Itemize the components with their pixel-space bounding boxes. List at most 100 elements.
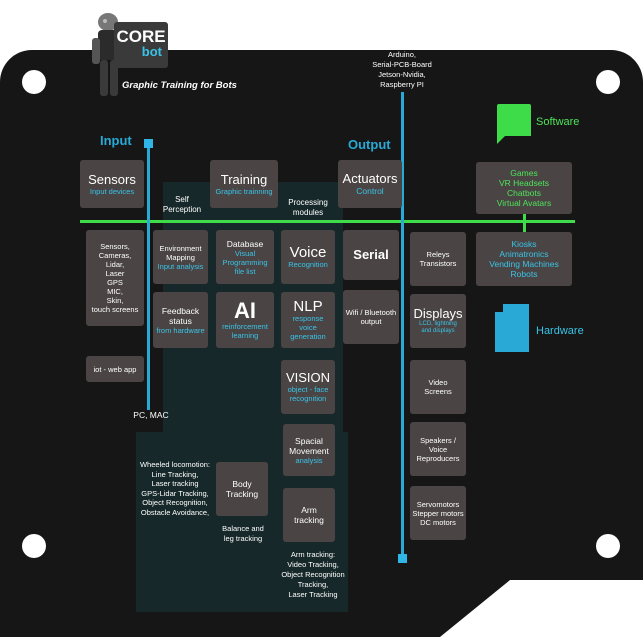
output-line-cap <box>398 554 407 563</box>
voice-title: Voice <box>289 243 327 261</box>
sw-avatars: Virtual Avatars <box>496 198 552 208</box>
box-hardware-list[interactable]: Kiosks Animatronics Vending Machines Rob… <box>476 232 572 286</box>
logo-tagline: Graphic Training for Bots <box>122 80 237 91</box>
box-arm-tracking[interactable]: Arm tracking <box>283 488 335 542</box>
feedback-title-1: Feedback <box>161 305 200 316</box>
sl-4: GPS <box>107 278 123 287</box>
box-sensors[interactable]: Sensors Input devices <box>80 160 144 208</box>
mount-hole-tr <box>596 70 620 94</box>
feedback-title-2: status <box>169 315 192 326</box>
armnote-2: Object Recognition <box>281 570 345 579</box>
actuators-sub: Control <box>356 186 384 196</box>
hw-robots: Robots <box>510 269 538 279</box>
note-arm-tracking: Arm tracking: Video Tracking, Object Rec… <box>280 550 346 600</box>
box-nlp[interactable]: NLP response voice generation <box>281 292 335 348</box>
sl-2: Lidar, <box>105 260 125 269</box>
env-title-2: Mapping <box>166 252 195 262</box>
wifi-line1: Wifi / Bluetooth <box>345 308 397 317</box>
box-wifi[interactable]: Wifi / Bluetooth output <box>343 290 399 344</box>
box-serial[interactable]: Serial <box>343 230 399 280</box>
sl-0: Sensors, <box>100 242 130 251</box>
database-sub-1: Visual <box>234 248 256 258</box>
vision-title: VISION <box>285 370 331 385</box>
nlp-sub-1: response voice <box>292 313 324 332</box>
database-title: Database <box>226 238 264 249</box>
hw-vending: Vending Machines <box>489 259 559 269</box>
note-balance: Balance and leg tracking <box>218 524 268 543</box>
box-env-mapping[interactable]: Environment Mapping Input analysis <box>153 230 208 284</box>
box-voice[interactable]: Voice Recognition <box>281 230 335 284</box>
wheeled-5: Obstacle Avoidance, <box>140 507 210 517</box>
box-servo[interactable]: Servomotors Stepper motors DC motors <box>410 486 466 540</box>
legend-software: Software <box>536 116 580 128</box>
armnote-4: Laser Tracking <box>288 590 338 599</box>
actuators-title: Actuators <box>342 171 398 186</box>
box-spacial[interactable]: Spacial Movement analysis <box>283 424 335 476</box>
box-relays[interactable]: Releys Transistors <box>410 232 466 286</box>
hw-animatronics: Animatronics <box>499 249 549 259</box>
video-line1: Video <box>428 378 448 387</box>
displays-sub-1: LCD, lightning <box>419 321 457 327</box>
box-speakers[interactable]: Speakers / Voice Reproducers <box>410 422 466 476</box>
logo-bot: bot <box>141 44 162 59</box>
servo-line2: Stepper motors <box>412 508 464 518</box>
servo-line1: Servomotors <box>416 499 460 509</box>
box-video[interactable]: Video Screens <box>410 360 466 414</box>
box-actuators[interactable]: Actuators Control <box>338 160 402 208</box>
vision-sub-1: object - face <box>287 385 329 394</box>
serial-title: Serial <box>353 247 389 262</box>
ai-sub-2: learning <box>231 331 259 340</box>
hw-kiosks: Kiosks <box>511 239 537 249</box>
body-title-1: Body <box>232 479 252 489</box>
sl-1: Cameras, <box>98 251 132 260</box>
balance-0: Balance and <box>222 524 264 533</box>
armnote-3: Tracking, <box>297 580 329 589</box>
box-software-list[interactable]: Games VR Headsets Chatbots Virtual Avata… <box>476 162 572 214</box>
box-feedback[interactable]: Feedback status from hardware <box>153 292 208 348</box>
wheeled-3: GPS-Lidar Tracking, <box>141 488 209 498</box>
box-iot[interactable]: iot - web app <box>86 356 144 382</box>
label-self: Self <box>175 195 189 204</box>
box-displays[interactable]: Displays LCD, lightning and displays <box>410 294 466 348</box>
box-ai[interactable]: AI reinforcement learning <box>216 292 274 348</box>
sl-3: Laser <box>105 269 125 278</box>
logo-badge: CORE bot <box>114 22 168 68</box>
speakers-line3: Reproducers <box>416 453 460 463</box>
input-line-cap <box>144 139 153 148</box>
wheeled-2: Laser tracking <box>151 479 199 488</box>
label-perception: Perception <box>162 205 202 214</box>
board-notch <box>350 580 643 637</box>
logo-core: CORE <box>116 27 166 46</box>
label-self-perception: Self Perception <box>158 195 206 215</box>
body-title-2: Tracking <box>225 489 259 499</box>
wifi-line2: output <box>360 317 382 326</box>
training-sub: Graphic trainning <box>215 186 273 196</box>
spacial-title-1: Spacial <box>295 435 323 446</box>
legend-hardware: Hardware <box>536 325 584 337</box>
box-training[interactable]: Training Graphic trainning <box>210 160 278 208</box>
mount-hole-bl <box>22 534 46 558</box>
wheeled-4: Object Recognition, <box>142 498 208 507</box>
speakers-line1: Speakers / <box>420 435 456 445</box>
servo-line3: DC motors <box>420 517 456 527</box>
balance-1: leg tracking <box>223 533 263 543</box>
box-database[interactable]: Database Visual Programming file list <box>216 230 274 284</box>
label-modules: modules <box>292 208 324 217</box>
box-sensors-list[interactable]: Sensors, Cameras, Lidar, Laser GPS MIC, … <box>86 230 144 326</box>
sensors-title: Sensors <box>88 171 136 187</box>
ai-sub-1: reinforcement <box>222 322 268 331</box>
database-sub-3: file list <box>234 266 256 276</box>
armnote-0: Arm tracking: <box>290 550 336 559</box>
spacial-sub: analysis <box>295 455 323 465</box>
arm-title-2: tracking <box>294 515 324 525</box>
video-line2: Screens <box>424 387 452 396</box>
box-vision[interactable]: VISION object - face recognition <box>281 360 335 414</box>
spacial-title-2: Movement <box>289 445 329 456</box>
box-body-tracking[interactable]: Body Tracking <box>216 462 268 516</box>
label-processing-modules: Processing modules <box>283 198 333 218</box>
sensors-sub: Input devices <box>89 186 135 196</box>
target-arduino: Arduino, <box>388 50 416 59</box>
sl-5: MIC, <box>107 287 123 296</box>
displays-title: Displays <box>413 306 463 321</box>
vision-sub-2: recognition <box>289 394 327 403</box>
